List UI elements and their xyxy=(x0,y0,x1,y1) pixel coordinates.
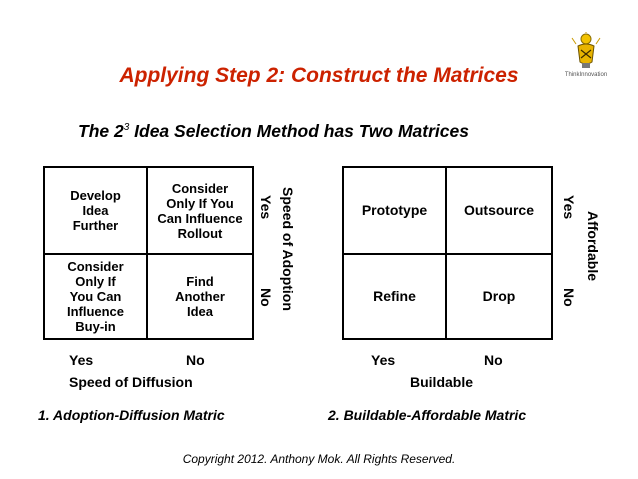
matrix2-cell-refine: Refine xyxy=(373,288,416,304)
matrix2-y-yes: Yes xyxy=(561,195,577,220)
lightbulb-figure-icon xyxy=(571,30,601,68)
matrix1-x-no: No xyxy=(186,352,205,368)
matrix1-x-label: Speed of Diffusion xyxy=(69,374,193,390)
matrix2-cell-drop: Drop xyxy=(482,288,516,304)
matrix2-x-no: No xyxy=(484,352,503,368)
matrix2-caption: 2. Buildable-Affordable Matric xyxy=(328,407,527,423)
matrix2-cell-prototype: Prototype xyxy=(361,202,428,218)
matrix-divider-vertical xyxy=(445,168,447,338)
subtitle-prefix: The 2 xyxy=(78,121,124,141)
slide-subtitle: The 23 Idea Selection Method has Two Mat… xyxy=(78,121,469,142)
buildable-affordable-matrix: Prototype Outsource Refine Drop xyxy=(342,166,553,340)
matrix2-x-label: Buildable xyxy=(410,374,474,390)
matrix2-x-yes: Yes xyxy=(371,352,396,368)
logo-text: ThinkInnovation xyxy=(564,72,608,78)
matrix1-caption: 1. Adoption-Diffusion Matric xyxy=(38,407,225,423)
matrix1-cell-no-no: Find Another Idea xyxy=(175,274,225,319)
matrix1-cell-no-yes: Consider Only If You Can Influence Rollo… xyxy=(157,180,243,241)
subtitle-exponent: 3 xyxy=(123,122,130,134)
matrix1-y-no: No xyxy=(258,288,274,307)
slide-title: Applying Step 2: Construct the Matrices xyxy=(119,64,519,87)
matrix-divider-vertical xyxy=(146,168,148,338)
matrix2-y-label: Affordable xyxy=(585,211,601,281)
matrix-divider-horizontal xyxy=(344,253,551,255)
matrix2-cell-outsource: Outsource xyxy=(463,202,534,218)
matrix-divider-horizontal xyxy=(45,253,252,255)
adoption-diffusion-matrix: Develop Idea Further Consider Only If Yo… xyxy=(43,166,254,340)
matrix1-x-yes: Yes xyxy=(69,352,94,368)
matrix1-y-label: Speed of Adoption xyxy=(280,187,296,311)
matrix1-cell-yes-yes: Develop Idea Further xyxy=(70,188,121,233)
matrix2-y-no: No xyxy=(561,288,577,307)
matrix1-cell-yes-no: Consider Only If You Can Influence Buy-i… xyxy=(66,259,125,334)
matrix1-y-yes: Yes xyxy=(258,195,274,220)
copyright-notice: Copyright 2012. Anthony Mok. All Rights … xyxy=(182,452,456,466)
thinkinnovation-logo: ThinkInnovation xyxy=(562,30,610,84)
subtitle-suffix: Idea Selection Method has Two Matrices xyxy=(129,121,469,141)
